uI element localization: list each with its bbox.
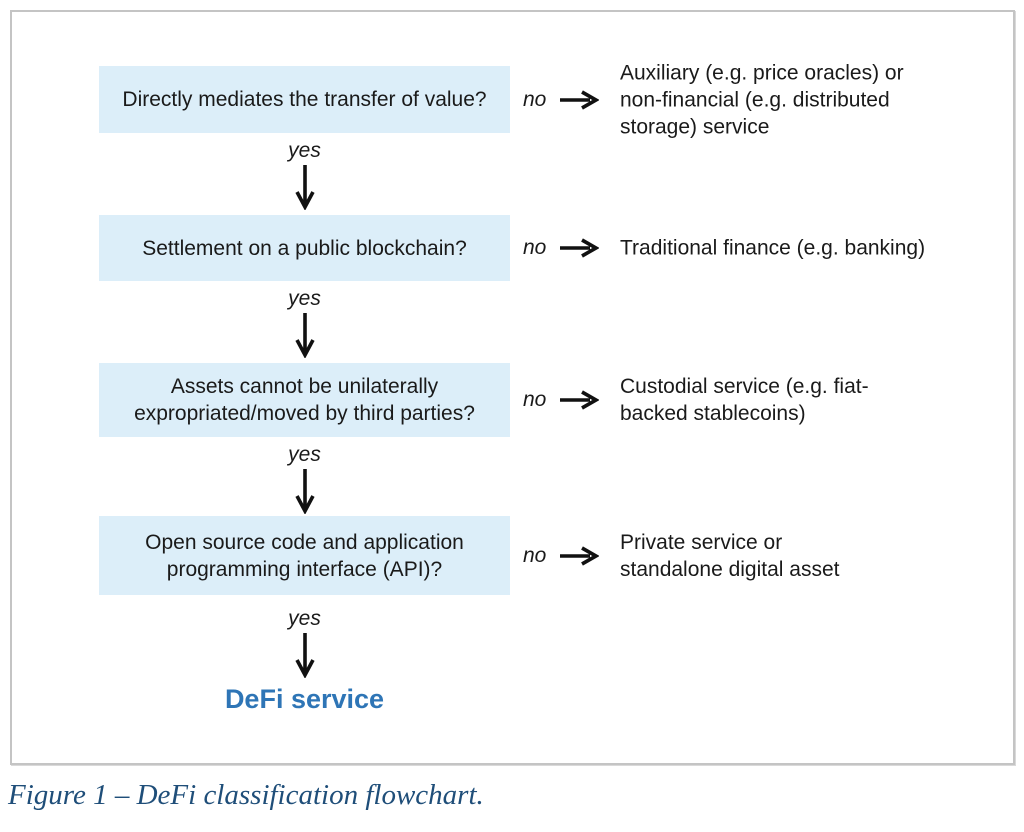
figure-caption: Figure 1 – DeFi classification flowchart… xyxy=(8,779,484,811)
yes-branch-2: yes xyxy=(99,287,510,358)
no-label-4: no xyxy=(523,544,547,567)
no-branch-2: no xyxy=(523,236,600,260)
yes-label-4: yes xyxy=(288,607,321,630)
no-label-3: no xyxy=(523,388,547,411)
defi-service-result: DeFi service xyxy=(224,684,385,714)
yes-label-3: yes xyxy=(288,443,321,466)
down-arrow-icon xyxy=(294,165,315,210)
question-text-3: Assets cannot be unilaterally expropriat… xyxy=(134,375,475,425)
right-arrow-icon xyxy=(560,90,600,110)
right-arrow-icon xyxy=(560,238,600,258)
question-text-4: Open source code and application program… xyxy=(145,530,464,581)
question-text-2: Settlement on a public blockchain? xyxy=(142,236,467,260)
question-box-4: Open source code and application program… xyxy=(99,516,510,595)
no-label-1: no xyxy=(523,88,547,111)
down-arrow-icon xyxy=(294,633,315,678)
right-arrow-icon xyxy=(560,546,600,566)
outcome-text-4: Private service or standalone digital as… xyxy=(620,531,840,581)
no-branch-1: no xyxy=(523,88,600,112)
outcome-text-1: Auxiliary (e.g. price oracles) or non-fi… xyxy=(620,61,904,139)
figure-frame: Directly mediates the transfer of value?… xyxy=(10,10,1015,765)
yes-branch-1: yes xyxy=(99,139,510,210)
no-branch-4: no xyxy=(523,544,600,568)
question-box-3: Assets cannot be unilaterally expropriat… xyxy=(99,363,510,437)
down-arrow-icon xyxy=(294,469,315,514)
right-arrow-icon xyxy=(560,390,600,410)
down-arrow-icon xyxy=(294,313,315,358)
yes-branch-3: yes xyxy=(99,443,510,514)
yes-label-1: yes xyxy=(288,139,321,162)
no-label-2: no xyxy=(523,236,547,259)
outcome-text-2: Traditional finance (e.g. banking) xyxy=(620,236,926,260)
question-box-2: Settlement on a public blockchain? xyxy=(99,215,510,281)
yes-branch-4: yes xyxy=(99,607,510,678)
no-branch-3: no xyxy=(523,388,600,412)
outcome-text-3: Custodial service (e.g. fiat- backed sta… xyxy=(620,375,869,425)
question-text-1: Directly mediates the transfer of value? xyxy=(122,88,487,111)
yes-label-2: yes xyxy=(288,287,321,310)
question-box-1: Directly mediates the transfer of value? xyxy=(99,66,510,133)
